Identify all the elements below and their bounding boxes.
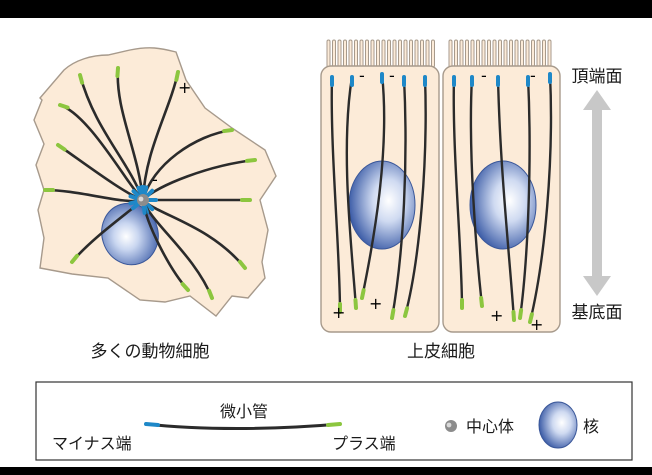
microvillus xyxy=(521,40,524,67)
epi-plus-2: + xyxy=(369,294,382,313)
epi-plus-1: + xyxy=(332,303,345,322)
microvillus xyxy=(532,40,535,67)
centrosome xyxy=(137,194,149,206)
microvillus xyxy=(377,40,380,67)
plus-end xyxy=(362,290,364,298)
microvillus xyxy=(455,40,458,67)
legend: 微小管 マイナス端 プラス端 中心体 核 xyxy=(36,382,632,460)
plus-end xyxy=(80,75,82,83)
microvillus xyxy=(432,40,435,67)
microvillus xyxy=(543,40,546,67)
animal-minus-label: - xyxy=(152,170,158,189)
legend-microtubule-label: 微小管 xyxy=(220,402,268,421)
epi-plus-3: + xyxy=(490,306,503,325)
microvillus xyxy=(366,40,369,67)
microvillus xyxy=(426,40,429,67)
microvillus xyxy=(471,40,474,67)
microvillus xyxy=(393,40,396,67)
microvillus xyxy=(344,40,347,67)
microvillus xyxy=(349,40,352,67)
plus-end xyxy=(513,312,514,320)
epi-minus-2: - xyxy=(389,66,395,85)
plus-end xyxy=(247,160,255,161)
plus-end xyxy=(355,300,356,308)
double-headed-arrow-icon xyxy=(583,90,611,296)
legend-minus-end-label: マイナス端 xyxy=(52,434,132,453)
microvilli-icon xyxy=(327,40,551,67)
microvillus xyxy=(338,40,341,67)
plus-end xyxy=(117,68,118,76)
microvillus xyxy=(399,40,402,67)
microvillus xyxy=(537,40,540,67)
microvillus xyxy=(404,40,407,67)
microvillus xyxy=(333,40,336,67)
microvillus xyxy=(415,40,418,67)
microvillus xyxy=(488,40,491,67)
basal-label: 基底面 xyxy=(572,303,623,323)
microvillus xyxy=(515,40,518,67)
minus-end xyxy=(144,187,146,194)
apical-basal-axis: 頂端面 基底面 xyxy=(572,67,623,323)
plus-end xyxy=(209,291,212,298)
microvillus xyxy=(355,40,358,67)
nucleus-icon xyxy=(539,402,577,448)
microvillus xyxy=(526,40,529,67)
microvillus xyxy=(327,40,330,67)
microvillus xyxy=(510,40,513,67)
apical-label: 頂端面 xyxy=(572,67,623,87)
microvillus xyxy=(482,40,485,67)
microvillus xyxy=(388,40,391,67)
microvillus xyxy=(460,40,463,67)
legend-plus-end-label: プラス端 xyxy=(332,434,396,453)
plus-end xyxy=(392,310,393,318)
epi-minus-1: - xyxy=(359,66,365,85)
legend-centrosome-label: 中心体 xyxy=(466,417,514,436)
plus-end xyxy=(60,105,68,108)
plus-end xyxy=(481,298,482,306)
microvillus xyxy=(548,40,551,67)
animal-plus-label: + xyxy=(178,78,191,97)
epi-minus-3: - xyxy=(481,66,487,85)
microvillus xyxy=(449,40,452,67)
epi-plus-4: + xyxy=(530,315,543,334)
microvillus xyxy=(493,40,496,67)
plus-end xyxy=(520,310,521,318)
centrosome-icon xyxy=(445,420,457,432)
microvillus xyxy=(421,40,424,67)
plus-end xyxy=(405,308,407,316)
microvillus xyxy=(499,40,502,67)
microvillus xyxy=(360,40,363,67)
microvillus xyxy=(382,40,385,67)
epithelial-caption: 上皮細胞 xyxy=(407,342,475,362)
microvillus xyxy=(504,40,507,67)
microvillus xyxy=(477,40,480,67)
microvillus xyxy=(371,40,374,67)
minus-end xyxy=(131,196,138,198)
epi-minus-4: - xyxy=(530,66,536,85)
plus-end xyxy=(224,130,232,131)
minus-end xyxy=(144,206,145,213)
minus-end xyxy=(130,202,137,204)
microvillus xyxy=(410,40,413,67)
animal-cell: + - 多くの動物細胞 xyxy=(34,48,276,362)
microvillus xyxy=(466,40,469,67)
epithelial-cells: - - - - + + + + 上皮細胞 xyxy=(321,40,560,362)
legend-nucleus-label: 核 xyxy=(583,417,599,436)
animal-cell-caption: 多くの動物細胞 xyxy=(91,342,210,362)
